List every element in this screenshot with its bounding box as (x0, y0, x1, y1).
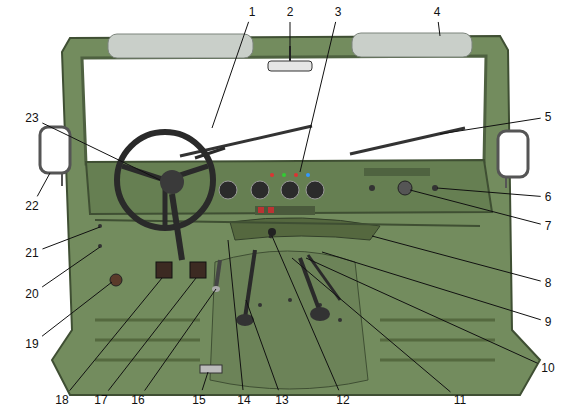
leader-line (292, 258, 450, 392)
leader-line (437, 188, 541, 196)
callout-number: 4 (433, 5, 442, 19)
leader-line (246, 300, 278, 390)
callout-number: 19 (24, 337, 39, 351)
callout-number: 15 (191, 393, 206, 407)
leader-line (42, 282, 112, 336)
callout-number: 10 (540, 361, 555, 375)
leader-line (228, 240, 243, 390)
callout-number: 1 (248, 5, 257, 19)
leader-line (202, 372, 208, 390)
leader-line (42, 247, 100, 287)
callout-number: 2 (286, 5, 295, 19)
leader-line (42, 227, 100, 249)
callout-number: 6 (544, 190, 553, 204)
leader-line (212, 22, 249, 128)
callout-number: 3 (334, 5, 343, 19)
callout-number: 5 (544, 110, 553, 124)
leader-line (272, 236, 339, 390)
leader-line (108, 278, 196, 391)
callout-number: 22 (24, 199, 39, 213)
leader-line (440, 118, 541, 134)
callout-number: 14 (236, 393, 251, 407)
callout-number: 11 (453, 393, 467, 407)
leader-line (42, 123, 160, 180)
callout-number: 20 (24, 287, 39, 301)
callout-number: 17 (93, 393, 108, 407)
leader-line (70, 278, 162, 391)
callout-number: 21 (24, 246, 39, 260)
callout-number: 18 (54, 393, 69, 407)
leader-line (410, 190, 541, 224)
leader-line (300, 22, 336, 172)
callout-number: 23 (24, 111, 39, 125)
callout-number: 7 (544, 219, 553, 233)
leader-line (372, 236, 541, 281)
leader-line (145, 289, 216, 391)
leader-line (438, 22, 440, 36)
callout-number: 9 (544, 315, 553, 329)
callout-number: 16 (130, 393, 145, 407)
leader-line (322, 252, 541, 320)
leader-line (290, 22, 291, 60)
leader-line (306, 258, 538, 363)
callout-number: 8 (544, 276, 553, 290)
callout-number: 13 (274, 393, 289, 407)
callout-number: 12 (335, 393, 350, 407)
leader-line (37, 173, 50, 196)
